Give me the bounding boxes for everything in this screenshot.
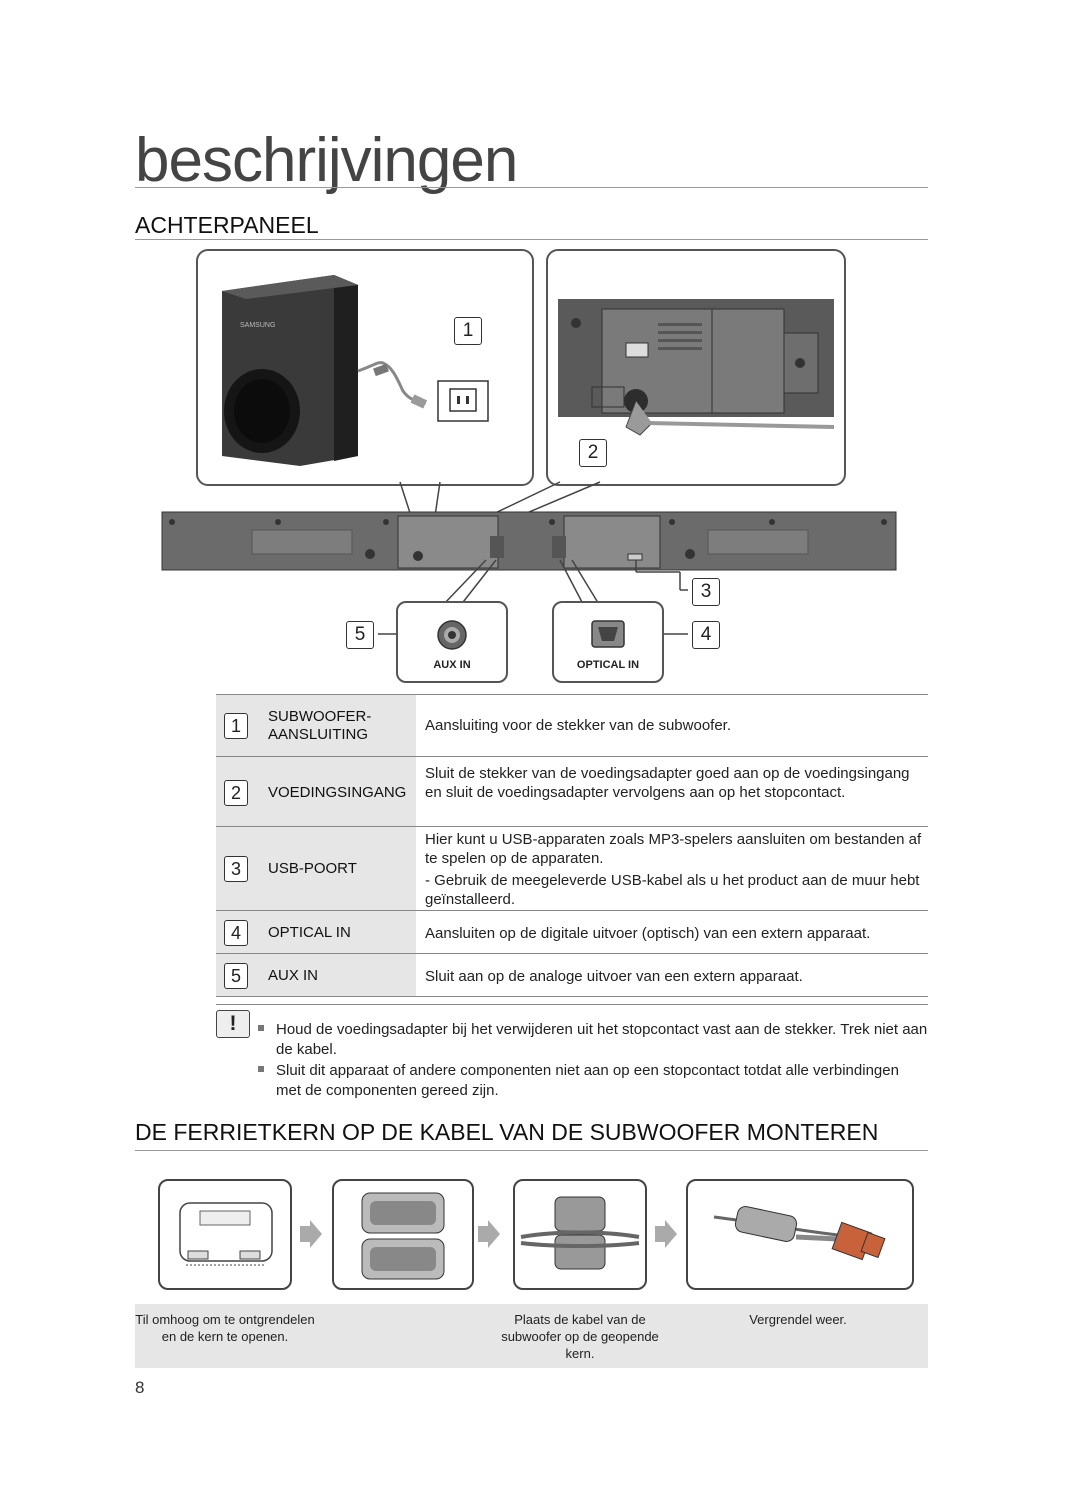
note-text: Sluit dit apparaat of andere componenten… xyxy=(276,1062,899,1099)
callout-2: 2 xyxy=(579,439,607,467)
aux-in-label: AUX IN xyxy=(433,659,471,671)
row-number: 3 xyxy=(224,856,248,882)
ferrite-step-1-image xyxy=(158,1179,292,1290)
table-row-label-cell xyxy=(216,757,416,826)
table-row-label-cell xyxy=(216,827,416,910)
bullet-icon xyxy=(258,1066,264,1072)
callout-1: 1 xyxy=(454,317,482,345)
ferrite-on-cable-icon xyxy=(713,1206,886,1261)
step-arrow-icon xyxy=(300,1220,322,1248)
note-item: Sluit dit apparaat of andere componenten… xyxy=(258,1061,928,1101)
row-description: Sluit de stekker van de voedingsadapter … xyxy=(425,765,910,801)
soundbar-rear-illustration xyxy=(161,481,897,635)
table-row: 4 OPTICAL IN Aansluiten op de digitale u… xyxy=(216,911,928,954)
subwoofer-illustration-box: SAMSUNG xyxy=(196,249,534,486)
row-description: Sluit aan op de analoge uitvoer van een … xyxy=(425,968,803,985)
connections-table: 1 SUBWOOFER- AANSLUITING Aansluiting voo… xyxy=(216,694,928,997)
section-heading-ferrietkern: DE FERRIETKERN OP DE KABEL VAN DE SUBWOO… xyxy=(135,1119,879,1145)
row-description: Aansluiten op de digitale uitvoer (optis… xyxy=(425,925,871,942)
optical-in-label: OPTICAL IN xyxy=(576,659,640,671)
note-item: Houd de voedingsadapter bij het verwijde… xyxy=(258,1020,928,1060)
power-input-illustration xyxy=(558,299,835,436)
callout-3: 3 xyxy=(692,578,720,606)
caption-band xyxy=(135,1304,928,1368)
caption-step-3: Plaats de kabel van de subwoofer op de g… xyxy=(501,1312,659,1361)
table-row-label-cell xyxy=(216,695,416,756)
row-description: Hier kunt u USB-apparaten zoals MP3-spel… xyxy=(425,831,922,867)
optical-jack-icon xyxy=(591,620,625,648)
row-description: Aansluiting voor de stekker van de subwo… xyxy=(425,717,732,734)
table-row: 3 USB-POORT Hier kunt u USB-apparaten zo… xyxy=(216,827,928,911)
ferrite-step-2-image xyxy=(332,1179,474,1290)
title-divider xyxy=(135,187,928,188)
table-row: 2 VOEDINGSINGANG Sluit de stekker van de… xyxy=(216,757,928,827)
ferrite-step-3-image xyxy=(513,1179,647,1290)
row-number: 4 xyxy=(224,920,248,946)
row-label: SUBWOOFER- AANSLUITING xyxy=(268,708,372,743)
power-input-illustration-box xyxy=(546,249,846,486)
row-label: USB-POORT xyxy=(268,860,357,877)
caution-icon: ! xyxy=(216,1010,250,1038)
section-heading-achterpaneel: ACHTERPANEEL xyxy=(135,212,319,238)
page-number: 8 xyxy=(135,1378,145,1397)
caption-step-1: Til omhoog om te ontgrendelen en de kern… xyxy=(135,1312,315,1344)
notes-divider xyxy=(216,1004,928,1005)
optical-in-port-box: OPTICAL IN xyxy=(552,601,664,683)
bullet-icon xyxy=(258,1025,264,1031)
row-number: 1 xyxy=(224,713,248,739)
svg-text:SAMSUNG: SAMSUNG xyxy=(240,322,275,329)
table-row: 5 AUX IN Sluit aan op de analoge uitvoer… xyxy=(216,954,928,997)
notes-list: Houd de voedingsadapter bij het verwijde… xyxy=(258,1020,928,1101)
callout-5: 5 xyxy=(346,621,374,649)
table-row-label-cell xyxy=(216,954,416,996)
ferrite-core-with-cable-icon xyxy=(520,1196,640,1270)
row-label: VOEDINGSINGANG xyxy=(268,784,407,801)
ferrite-core-open-icon xyxy=(361,1192,445,1280)
row-number: 5 xyxy=(224,963,248,989)
callout-4: 4 xyxy=(692,621,720,649)
note-text: Houd de voedingsadapter bij het verwijde… xyxy=(276,1021,928,1058)
ferrite-core-closed-icon xyxy=(179,1202,273,1266)
step-arrow-icon xyxy=(478,1220,500,1248)
page-title: beschrijvingen xyxy=(135,126,518,195)
table-row: 1 SUBWOOFER- AANSLUITING Aansluiting voo… xyxy=(216,695,928,757)
aux-jack-icon xyxy=(437,620,467,650)
table-row-label-cell xyxy=(216,911,416,953)
row-description-note: - Gebruik de meegeleverde USB-kabel als … xyxy=(425,872,920,908)
row-label: AUX IN xyxy=(268,967,319,984)
caption-step-4: Vergrendel weer. xyxy=(749,1312,847,1327)
ferrite-step-4-image xyxy=(686,1179,914,1290)
aux-in-port-box: AUX IN xyxy=(396,601,508,683)
subwoofer-illustration: SAMSUNG xyxy=(222,275,489,466)
row-number: 2 xyxy=(224,780,248,806)
row-label: OPTICAL IN xyxy=(268,924,351,941)
section-divider xyxy=(135,239,928,240)
step-arrow-icon xyxy=(655,1220,677,1248)
section-divider xyxy=(135,1150,928,1151)
